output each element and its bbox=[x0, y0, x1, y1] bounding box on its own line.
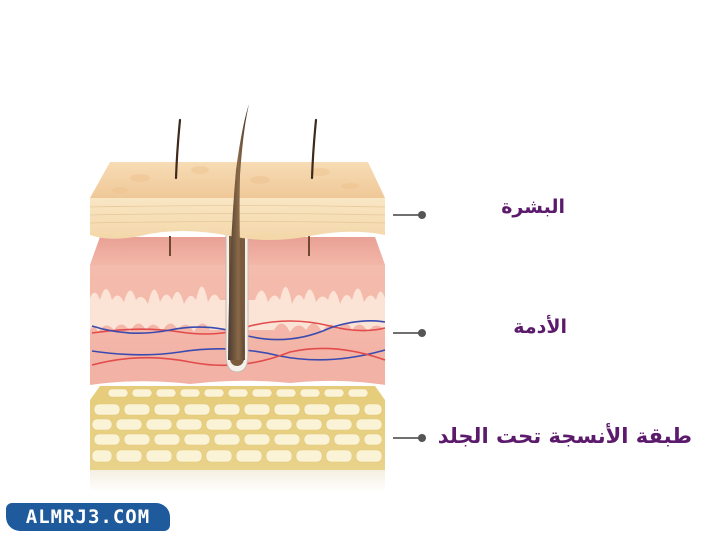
connector-dot-icon bbox=[418, 329, 426, 337]
dermis-label: الأدمة bbox=[513, 316, 567, 338]
dermis-connector bbox=[393, 329, 426, 337]
epidermis-connector bbox=[393, 211, 426, 219]
epidermis-label: البشرة bbox=[501, 196, 565, 218]
hypodermis-label: طبقة الأنسجة تحت الجلد bbox=[437, 424, 692, 448]
hypodermis-connector bbox=[393, 434, 426, 442]
hypodermis-layer bbox=[90, 386, 385, 492]
connector-dot-icon bbox=[418, 434, 426, 442]
connector-dot-icon bbox=[418, 211, 426, 219]
site-watermark: ALMRJ3.COM bbox=[6, 503, 170, 531]
hair-shaft bbox=[228, 104, 249, 360]
